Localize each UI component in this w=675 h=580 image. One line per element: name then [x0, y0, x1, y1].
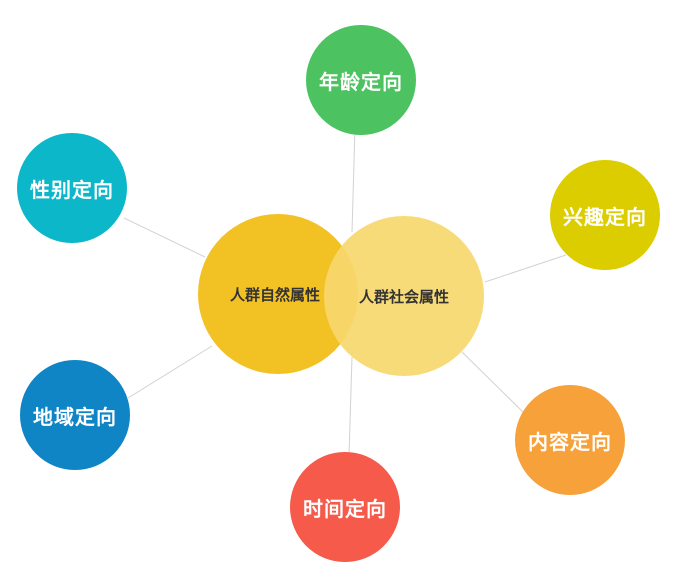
- connector-time: [348, 356, 353, 457]
- region-targeting-node: 地域定向: [20, 360, 130, 470]
- natural-attributes-label: 人群自然属性: [229, 285, 320, 304]
- content-targeting-node: 内容定向: [515, 385, 625, 495]
- connector-region: [127, 345, 213, 399]
- connector-interest: [484, 254, 567, 283]
- gender-targeting-node: 性别定向: [17, 133, 127, 243]
- gender-targeting-label: 性别定向: [30, 177, 114, 202]
- age-targeting-label: 年龄定向: [319, 69, 403, 94]
- time-targeting-node: 时间定向: [290, 452, 400, 562]
- age-targeting-node: 年龄定向: [306, 25, 416, 135]
- time-targeting-label: 时间定向: [303, 496, 387, 521]
- content-targeting-label: 内容定向: [528, 429, 612, 454]
- region-targeting-label: 地域定向: [33, 404, 117, 429]
- social-attributes-node: 人群社会属性: [324, 216, 484, 376]
- interest-targeting-label: 兴趣定向: [563, 204, 647, 229]
- connector-age: [351, 127, 356, 233]
- connector-gender: [123, 217, 206, 258]
- connector-content: [461, 351, 524, 413]
- interest-targeting-node: 兴趣定向: [550, 160, 660, 270]
- social-attributes-label: 人群社会属性: [358, 287, 449, 306]
